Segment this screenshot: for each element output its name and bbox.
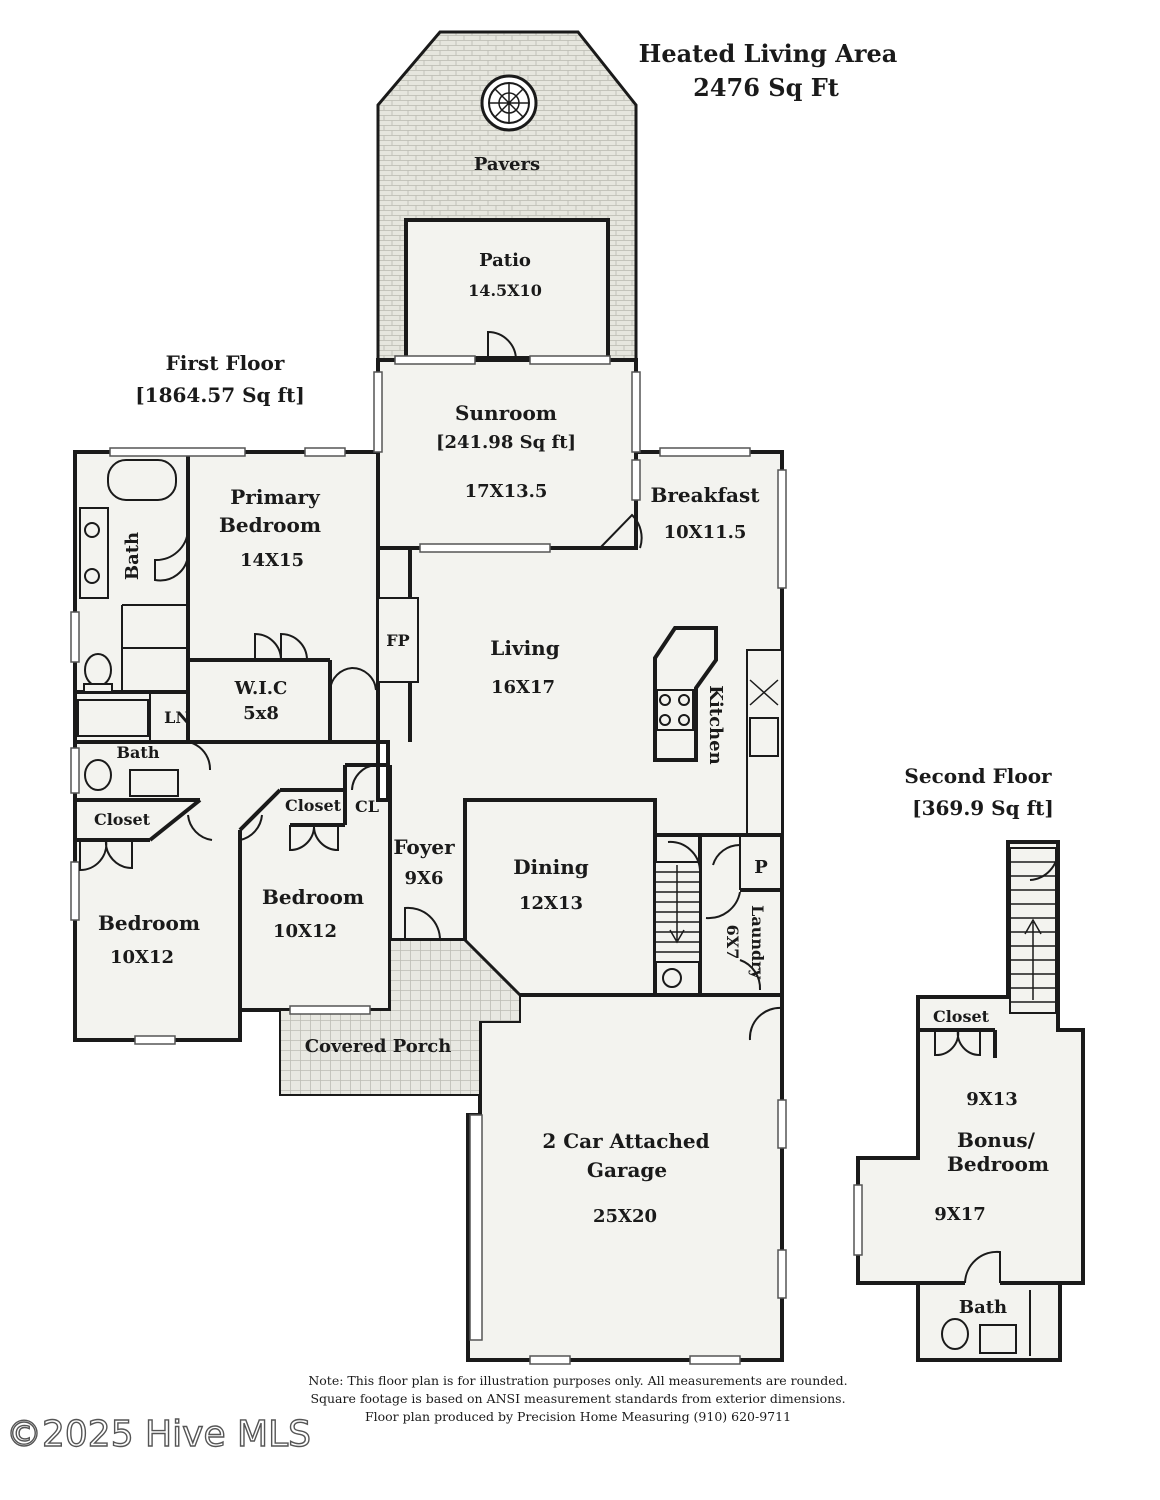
bonus-label-1: Bonus/ [957,1128,1036,1152]
kitchen-label: Kitchen [705,685,726,764]
foyer-dimensions: 9X6 [404,868,443,889]
closet-mid-label: Closet [285,796,342,815]
primary-bedroom-label-2: Bedroom [219,513,321,537]
bonus-dimensions: 9X17 [934,1204,986,1225]
fireplace: FP [377,597,419,683]
foyer-label: Foyer [393,835,455,859]
toilet-icon [84,759,112,791]
water-heater-icon [662,968,682,988]
upper-bath-label: Bath [959,1297,1007,1318]
second-floor-area: [369.9 Sq ft] [912,796,1054,820]
first-floor-title: First Floor [166,351,285,375]
covered-porch-label: Covered Porch [305,1036,452,1057]
laundry-label: Laundry [748,905,767,980]
wic-label: W.I.C [234,678,288,699]
note-line-1: Note: This floor plan is for illustratio… [308,1373,847,1388]
bedroom-left-label: Bedroom [98,911,200,935]
closet-left-label: Closet [94,810,151,829]
watermark: ©2025 Hive MLS [6,1414,311,1455]
note-line-2: Square footage is based on ANSI measurem… [310,1391,845,1406]
first-floor-labels: Sunroom [241.98 Sq ft] 17X13.5 Breakfast… [94,401,768,1227]
bathtub-icon [107,459,177,501]
fireplace-label: FP [386,631,409,650]
headings: Heated Living Area 2476 Sq Ft First Floo… [135,39,1054,820]
heated-area-total: 2476 Sq Ft [693,73,839,102]
bath-fixtures [77,459,779,988]
bonus-dimensions-top: 9X13 [966,1089,1018,1110]
coat-closet-label: CL [355,797,379,816]
doors [79,330,783,1041]
breakfast-dimensions: 10X11.5 [664,522,747,543]
laundry-dimensions: 6X7 [723,925,742,960]
patio-dimensions: 14.5X10 [468,281,542,300]
dining-label: Dining [513,855,589,879]
bedroom-left-dimensions: 10X12 [110,947,174,968]
primary-bedroom-dimensions: 14X15 [240,550,304,571]
linen-label: LN [164,708,190,727]
sunroom-label: Sunroom [455,401,557,425]
sunroom-dimensions: 17X13.5 [465,481,548,502]
first-floor-shell [73,358,784,1362]
patio-label: Patio [479,250,531,271]
covered-porch: Covered Porch [279,939,521,1096]
wic-dimensions: 5x8 [243,703,279,724]
toilet-icon [84,653,112,687]
heated-area-title: Heated Living Area [639,39,898,68]
patio-room: Patio 14.5X10 [404,218,610,360]
primary-bedroom-label-1: Primary [230,485,321,509]
bedroom-mid-dimensions: 10X12 [273,921,337,942]
pavers-label: Pavers [474,154,540,175]
windows [70,355,787,1365]
breakfast-label: Breakfast [650,483,760,507]
tub-icon [77,699,149,737]
second-floor-title: Second Floor [904,764,1052,788]
sunroom-area: [241.98 Sq ft] [436,432,576,453]
garage-label-1: 2 Car Attached [542,1129,709,1153]
kitchen-sink-icon [749,717,779,757]
dining-dimensions: 12X13 [519,893,583,914]
pantry-label: P [754,857,768,878]
bonus-label-2: Bedroom [947,1152,1049,1176]
note-line-3: Floor plan produced by Precision Home Me… [365,1409,791,1424]
garage-dimensions: 25X20 [593,1206,657,1227]
sink-icon [979,1324,1017,1354]
garage-label-2: Garage [587,1158,667,1182]
primary-bath-label: Bath [122,532,143,580]
main-stairs [654,861,701,963]
sink-icon [129,769,179,797]
compass-medallion-icon [480,74,538,132]
toilet-icon [941,1318,969,1350]
first-floor-area: [1864.57 Sq ft] [135,383,305,407]
living-label: Living [490,636,559,660]
disclaimer-note: Note: This floor plan is for illustratio… [308,1373,847,1424]
hall-bath-label: Bath [117,743,160,762]
bedroom-mid-label: Bedroom [262,885,364,909]
living-dimensions: 16X17 [491,677,555,698]
bonus-closet-label: Closet [933,1007,990,1026]
second-floor-plan: Closet 9X13 Bonus/ Bedroom 9X17 Bath [853,840,1085,1362]
